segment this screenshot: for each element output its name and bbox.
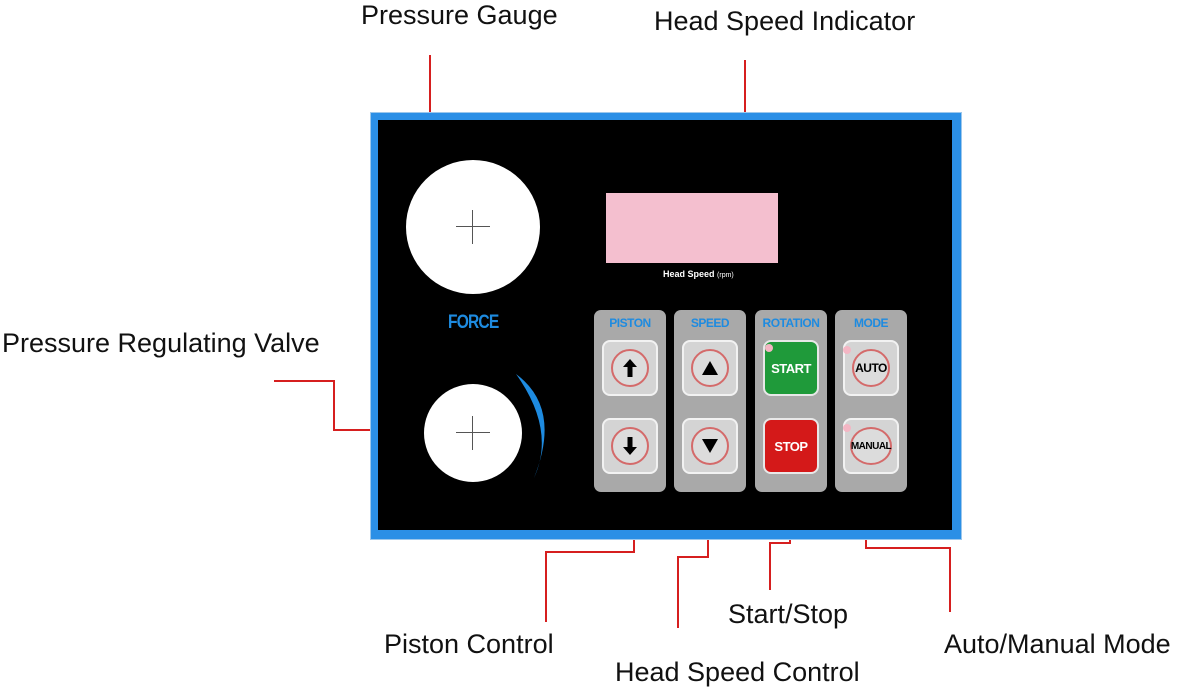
- arrow-up-icon: [623, 359, 637, 377]
- display-label-text: Head Speed: [663, 269, 715, 279]
- speed-group: SPEED: [674, 310, 746, 492]
- callout-start-stop: Start/Stop: [728, 599, 849, 629]
- manual-button[interactable]: MANUAL: [843, 418, 899, 474]
- piston-group: PISTON: [594, 310, 666, 492]
- piston-down-button[interactable]: [602, 418, 658, 474]
- arrow-down-icon: [623, 437, 637, 455]
- mode-group: MODE AUTO MANUAL: [835, 310, 907, 492]
- speed-title: SPEED: [690, 316, 730, 330]
- auto-led: [843, 346, 851, 354]
- callout-auto-manual-mode: Auto/Manual Mode: [944, 629, 1171, 659]
- stop-label: STOP: [774, 438, 808, 454]
- valve-arc-indicator: [516, 374, 545, 478]
- callout-head-speed-control: Head Speed Control: [615, 657, 860, 687]
- rotation-group: ROTATION START STOP: [755, 310, 827, 492]
- auto-label: AUTO: [855, 361, 887, 375]
- auto-ring: AUTO: [852, 349, 890, 387]
- auto-button[interactable]: AUTO: [843, 340, 899, 396]
- speed-down-button[interactable]: [682, 418, 738, 474]
- head-speed-display-label: Head Speed (rpm): [663, 269, 734, 279]
- callout-piston-control: Piston Control: [384, 629, 554, 659]
- manual-ring: MANUAL: [850, 427, 892, 465]
- piston-title: PISTON: [609, 316, 651, 330]
- manual-label: MANUAL: [850, 440, 892, 452]
- force-label: FORCE: [448, 312, 499, 333]
- rotation-title: ROTATION: [762, 316, 820, 330]
- valve-crosshair-h: [456, 432, 490, 433]
- gauge-crosshair-v: [472, 210, 473, 244]
- piston-up-ring: [611, 349, 649, 387]
- start-label: START: [771, 360, 811, 376]
- start-led: [765, 344, 773, 352]
- callout-head-speed-indicator: Head Speed Indicator: [654, 6, 916, 36]
- callout-pressure-regulating-valve: Pressure Regulating Valve: [2, 328, 320, 358]
- piston-down-ring: [611, 427, 649, 465]
- stop-button[interactable]: STOP: [763, 418, 819, 474]
- pressure-regulating-valve[interactable]: [424, 384, 522, 482]
- head-speed-display: [606, 193, 778, 263]
- callout-pressure-gauge: Pressure Gauge: [361, 0, 558, 30]
- valve-crosshair-v: [472, 416, 473, 450]
- triangle-up-icon: [702, 361, 718, 375]
- speed-up-ring: [691, 349, 729, 387]
- display-unit-text: (rpm): [717, 272, 734, 279]
- gauge-crosshair-h: [456, 226, 490, 227]
- manual-led: [843, 424, 851, 432]
- pressure-gauge: [406, 160, 540, 294]
- speed-up-button[interactable]: [682, 340, 738, 396]
- triangle-down-icon: [702, 439, 718, 453]
- piston-up-button[interactable]: [602, 340, 658, 396]
- mode-title: MODE: [854, 316, 889, 330]
- speed-down-ring: [691, 427, 729, 465]
